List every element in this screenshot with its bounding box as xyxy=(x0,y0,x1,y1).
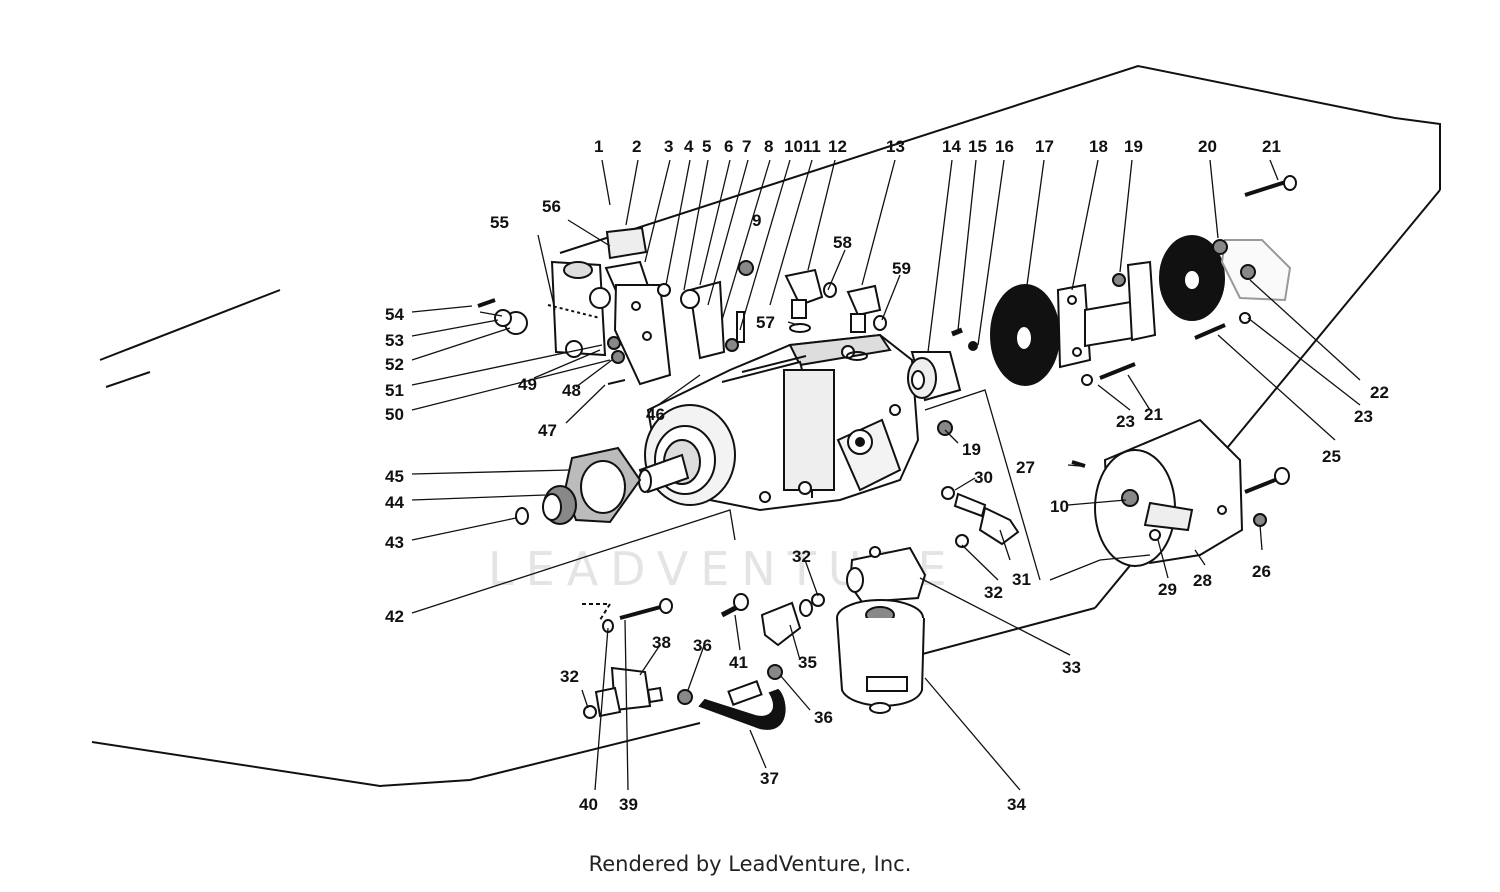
part-label-35: 35 xyxy=(798,653,817,672)
footer-credit: Rendered by LeadVenture, Inc. xyxy=(588,852,912,876)
part-label-19: 19 xyxy=(1124,137,1143,156)
part-label-9: 9 xyxy=(752,211,761,230)
filter-assembly xyxy=(836,546,927,714)
part-label-59: 59 xyxy=(892,259,911,278)
frame-outline xyxy=(91,64,1441,788)
part-label-46: 46 xyxy=(646,405,665,424)
part-label-10: 10 xyxy=(1050,497,1069,516)
part-label-57: 57 xyxy=(756,313,775,332)
part-label-27: 27 xyxy=(1016,458,1035,477)
coupler-44 xyxy=(542,485,577,525)
top-fittings xyxy=(784,268,887,361)
part-label-17: 17 xyxy=(1035,137,1054,156)
part-label-6: 6 xyxy=(724,137,733,156)
part-label-4: 4 xyxy=(684,137,694,156)
part-label-15: 15 xyxy=(968,137,987,156)
part-label-18: 18 xyxy=(1089,137,1108,156)
part-label-7: 7 xyxy=(742,137,751,156)
part-label-29: 29 xyxy=(1158,580,1177,599)
part-label-19-lower: 19 xyxy=(962,440,981,459)
part-label-48: 48 xyxy=(562,381,581,400)
part-label-38: 38 xyxy=(652,633,671,652)
part-label-25: 25 xyxy=(1322,447,1341,466)
part-label-36-right: 36 xyxy=(814,708,833,727)
part-label-47: 47 xyxy=(538,421,557,440)
part-label-26: 26 xyxy=(1252,562,1271,581)
part-label-39: 39 xyxy=(619,795,638,814)
part-label-8: 8 xyxy=(764,137,773,156)
part-label-28: 28 xyxy=(1193,571,1212,590)
part-label-50: 50 xyxy=(385,405,404,424)
part-label-53: 53 xyxy=(385,331,404,350)
part-label-49: 49 xyxy=(518,375,537,394)
part-label-16: 16 xyxy=(995,137,1014,156)
part-label-21: 21 xyxy=(1262,137,1281,156)
part-label-37: 37 xyxy=(760,769,779,788)
control-linkage xyxy=(477,226,754,386)
tee-fitting xyxy=(582,593,749,719)
part-label-55: 55 xyxy=(490,213,509,232)
o-ring-43 xyxy=(515,507,529,525)
part-label-20: 20 xyxy=(1198,137,1217,156)
part-label-21-lower: 21 xyxy=(1144,405,1163,424)
part-label-22: 22 xyxy=(1370,383,1389,402)
fittings-30-31 xyxy=(941,486,1020,548)
part-label-31: 31 xyxy=(1012,570,1031,589)
part-label-42: 42 xyxy=(385,607,404,626)
part-label-36-left: 36 xyxy=(693,636,712,655)
part-label-2: 2 xyxy=(632,137,641,156)
part-label-34: 34 xyxy=(1007,795,1026,814)
part-label-13: 13 xyxy=(886,137,905,156)
part-label-14: 14 xyxy=(942,137,961,156)
part-label-41: 41 xyxy=(729,653,748,672)
leader-lines xyxy=(411,159,1361,791)
fan-hub-assembly xyxy=(907,175,1297,436)
part-label-40: 40 xyxy=(579,795,598,814)
part-label-5: 5 xyxy=(702,137,711,156)
part-label-32-top: 32 xyxy=(792,547,811,566)
part-label-54: 54 xyxy=(385,305,404,324)
pump-flange xyxy=(638,404,736,506)
part-label-30: 30 xyxy=(974,468,993,487)
part-label-23-right: 23 xyxy=(1354,407,1373,426)
part-label-52: 52 xyxy=(385,355,404,374)
part-label-3: 3 xyxy=(664,137,673,156)
part-label-43: 43 xyxy=(385,533,404,552)
part-label-12: 12 xyxy=(828,137,847,156)
part-label-1011: 1011 xyxy=(784,137,821,156)
part-label-56: 56 xyxy=(542,197,561,216)
part-label-33: 33 xyxy=(1062,658,1081,677)
part-label-44: 44 xyxy=(385,493,404,512)
hose-fittings xyxy=(698,593,825,730)
part-label-32-left: 32 xyxy=(560,667,579,686)
part-label-45: 45 xyxy=(385,467,404,486)
part-label-32-right: 32 xyxy=(984,583,1003,602)
gasket-45 xyxy=(563,446,642,524)
part-label-1: 1 xyxy=(594,137,603,156)
part-labels: 1 2 3 4 5 6 7 8 1011 12 13 14 15 16 17 1… xyxy=(385,137,1389,814)
part-label-23-left: 23 xyxy=(1116,412,1135,431)
part-label-51: 51 xyxy=(385,381,404,400)
part-label-58: 58 xyxy=(833,233,852,252)
shroud-28 xyxy=(1071,418,1290,567)
